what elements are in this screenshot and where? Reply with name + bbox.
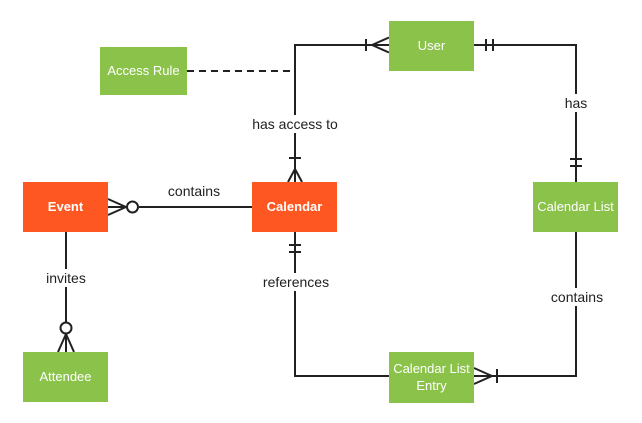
relationship-label-has: has	[560, 94, 592, 112]
double-tick-icon	[570, 158, 582, 167]
connector-calendar-references-entry	[289, 232, 389, 377]
double-tick-icon	[485, 39, 494, 51]
crows-foot-zero-or-many-icon	[107, 198, 127, 216]
crows-foot-zero-or-many-icon	[57, 333, 75, 353]
relationship-label-references: references	[258, 273, 334, 291]
entity-calendar-list[interactable]: Calendar List	[533, 182, 618, 232]
entity-calendar-list-entry-label: Calendar List Entry	[393, 360, 470, 393]
entity-calendar-label: Calendar	[266, 198, 323, 214]
entity-event[interactable]: Event	[23, 182, 108, 232]
entity-calendar[interactable]: Calendar	[252, 182, 337, 232]
crows-foot-many-icon	[371, 36, 390, 54]
relationship-label-invites: invites	[42, 269, 90, 287]
crows-foot-many-icon	[287, 168, 303, 183]
entity-calendar-list-entry[interactable]: Calendar List Entry	[389, 352, 474, 403]
entity-user[interactable]: User	[389, 21, 474, 71]
entity-attendee-label: Attendee	[39, 368, 92, 384]
double-tick-icon	[289, 244, 301, 253]
connector-event-contains-calendar	[107, 198, 252, 216]
relationship-label-contains-calendar-list-entry: contains	[546, 288, 608, 306]
relationship-label-has-access-to: has access to	[248, 115, 342, 133]
entity-calendar-list-label: Calendar List	[537, 198, 614, 214]
connector-calendar-has-access-to-user	[287, 36, 390, 183]
connector-user-has-calendar-list	[474, 39, 582, 182]
relationship-label-contains-event-calendar: contains	[163, 182, 225, 200]
entity-attendee[interactable]: Attendee	[23, 352, 108, 402]
connector-calendar-list-contains-entry	[473, 232, 577, 385]
entity-access-rule[interactable]: Access Rule	[100, 47, 187, 95]
entity-user-label: User	[417, 37, 446, 53]
connector-event-invites-attendee	[57, 232, 75, 353]
entity-event-label: Event	[47, 198, 84, 214]
zero-circle-icon	[59, 321, 73, 335]
zero-circle-icon	[126, 200, 139, 214]
crows-foot-many-icon	[473, 367, 493, 385]
entity-access-rule-label: Access Rule	[107, 62, 180, 78]
